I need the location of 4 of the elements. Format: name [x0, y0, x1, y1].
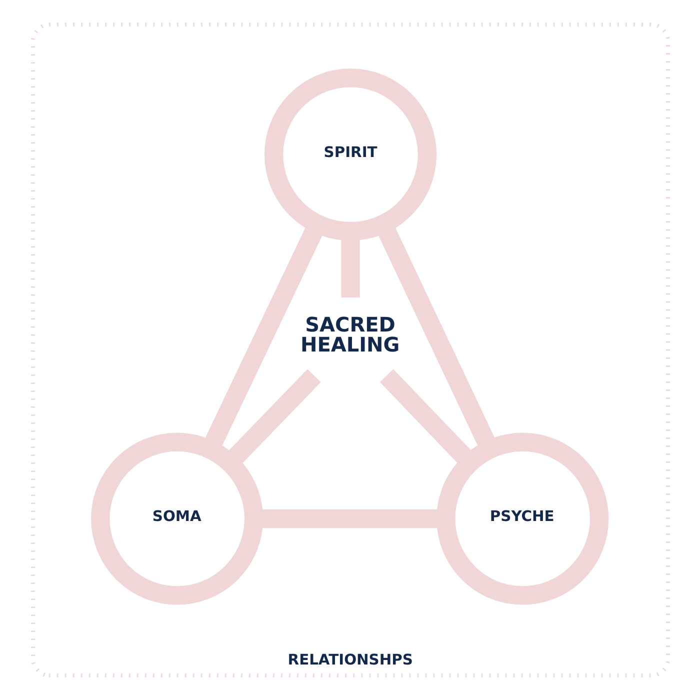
- node-circle: SOMA: [90, 432, 263, 605]
- node-circle: PSYCHE: [436, 432, 608, 605]
- node-text: SACRED HEALING: [300, 312, 400, 356]
- node-circle: SPIRIT: [264, 68, 436, 241]
